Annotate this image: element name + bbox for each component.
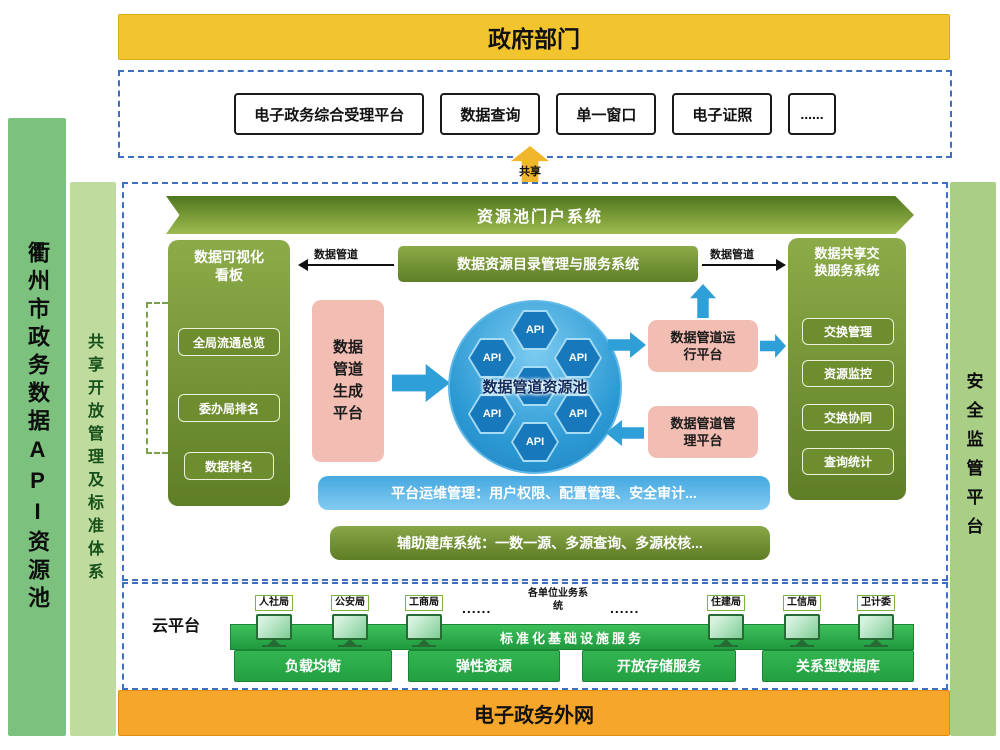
computer-icon — [332, 614, 368, 640]
api-hexagon: API — [468, 338, 516, 378]
portal-single-window: 单一窗口 — [556, 93, 657, 135]
data-exchange-service-system: 数据共享交换服务系统 交换管理 资源监控 交换协同 查询统计 — [788, 238, 906, 500]
service-elastic-resources: 弹性资源 — [408, 650, 560, 682]
catalog-management-system: 数据资源目录管理与服务系统 — [398, 246, 698, 282]
pipe-label-right: 数据管道 — [710, 249, 754, 261]
cloud-platform-label: 云平台 — [152, 618, 201, 635]
exchange-item-management: 交换管理 — [802, 318, 894, 345]
terminal-label: 公安局 — [331, 595, 369, 611]
terminal-weiji: 卫计委 — [848, 592, 904, 640]
portal-e-license: 电子证照 — [672, 93, 773, 135]
portal-data-query: 数据查询 — [440, 93, 541, 135]
pipe-management-label: 数据管道管理平台 — [670, 416, 736, 448]
dashboard-item-global-flow: 全局流通总览 — [178, 328, 280, 356]
dashboard-item-data-ranking: 数据排名 — [184, 452, 274, 480]
pipe-arrow-left-icon — [298, 259, 394, 271]
computer-icon — [858, 614, 894, 640]
pipe-generation-label: 数据管道生成平台 — [332, 339, 363, 422]
government-departments-banner: 政府部门 — [118, 14, 950, 60]
terminal-gongxin: 工信局 — [774, 592, 830, 640]
terminals-ellipsis-right: ...... — [610, 600, 640, 616]
business-systems-label: 各单位业务系统 — [528, 588, 588, 612]
sidebar-security-supervision: 安全监管平台 — [950, 182, 996, 736]
portal-egov-acceptance: 电子政务综合受理平台 — [234, 93, 425, 135]
data-visualization-dashboard: 数据可视化看板 全局流通总览 委办局排名 数据排名 — [168, 240, 290, 506]
egov-extranet-banner: 电子政务外网 — [118, 690, 950, 736]
pool-label: 数据管道资源池 — [482, 379, 588, 396]
portal-applications-container: 电子政务综合受理平台 数据查询 单一窗口 电子证照 ...... — [118, 70, 952, 158]
pipe-management-platform: 数据管道管理平台 — [648, 406, 758, 458]
exchange-title: 数据共享交换服务系统 — [814, 246, 880, 278]
pipe-label-left: 数据管道 — [314, 249, 358, 261]
terminal-label: 工商局 — [405, 595, 443, 611]
api-hexagon: API — [511, 422, 559, 462]
terminal-gongan: 公安局 — [322, 592, 378, 640]
terminal-renshe: 人社局 — [246, 592, 302, 640]
portal-ellipsis: ...... — [788, 93, 836, 135]
api-hexagon: API — [511, 310, 559, 350]
computer-icon — [708, 614, 744, 640]
api-hexagon: API — [468, 394, 516, 434]
dashboard-item-bureau-ranking: 委办局排名 — [178, 394, 280, 422]
terminals-ellipsis-left: ...... — [462, 600, 492, 616]
computer-icon — [406, 614, 442, 640]
dashboard-title: 数据可视化看板 — [194, 249, 264, 284]
exchange-item-statistics: 查询统计 — [802, 448, 894, 475]
api-hexagon: API — [554, 394, 602, 434]
portal-system-ribbon: 资源池门户系统 — [166, 196, 914, 234]
pipe-generation-platform: 数据管道生成平台 — [312, 300, 384, 462]
auxiliary-db-bar: 辅助建库系统：一数一源、多源查询、多源校核... — [330, 526, 770, 560]
terminal-gongshang: 工商局 — [396, 592, 452, 640]
pipe-run-platform: 数据管道运行平台 — [648, 320, 758, 372]
service-load-balancing: 负载均衡 — [234, 650, 392, 682]
api-hexagon: API — [554, 338, 602, 378]
sidebar-api-resource-pool: 衢州市政务数据API资源池 — [8, 118, 66, 736]
data-pipe-resource-pool: API API API API API API API 数据管道资源池 — [448, 300, 622, 474]
exchange-item-collaboration: 交换协同 — [802, 404, 894, 431]
exchange-item-monitoring: 资源监控 — [802, 360, 894, 387]
terminal-label: 卫计委 — [857, 595, 895, 611]
service-relational-db: 关系型数据库 — [762, 650, 914, 682]
computer-icon — [256, 614, 292, 640]
service-open-storage: 开放存储服务 — [582, 650, 736, 682]
terminal-label: 人社局 — [255, 595, 293, 611]
share-arrow-label: 共享 — [519, 166, 541, 178]
pipe-run-label: 数据管道运行平台 — [670, 330, 736, 362]
platform-ops-bar: 平台运维管理：用户权限、配置管理、安全审计... — [318, 476, 770, 510]
pipe-arrow-right-icon — [702, 259, 786, 271]
terminal-label: 工信局 — [783, 595, 821, 611]
terminal-label: 住建局 — [707, 595, 745, 611]
share-arrow: 共享 — [508, 146, 552, 184]
dashboard-bracket — [146, 302, 168, 454]
terminal-zhujian: 住建局 — [698, 592, 754, 640]
sidebar-open-sharing-standards: 共享开放管理及标准体系 — [70, 182, 116, 736]
computer-icon — [784, 614, 820, 640]
